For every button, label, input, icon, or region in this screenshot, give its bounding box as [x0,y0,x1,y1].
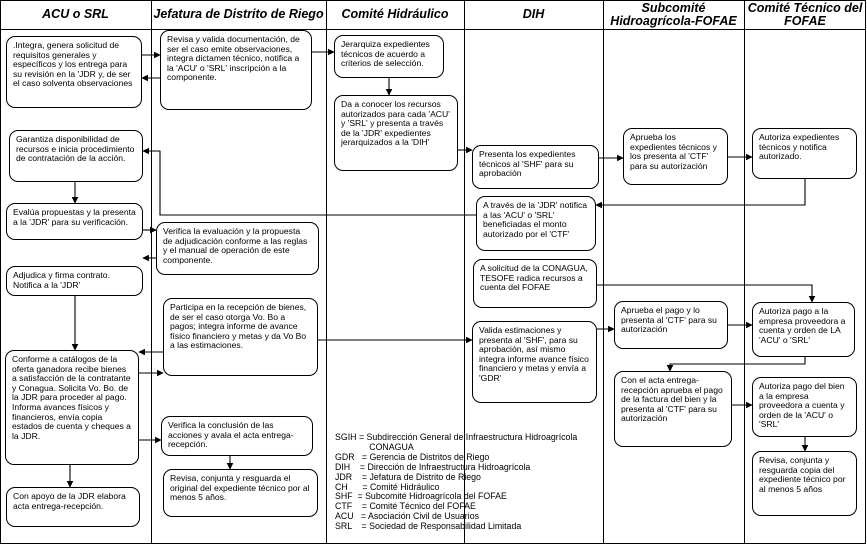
step-acu-conforme: Conforme a catálogos de la oferta ganado… [5,350,139,465]
legend-row: SRL = Sociedad de Responsabilidad Limita… [335,521,522,532]
legend-row: ACU = Asociación Civil de Usuarios [335,511,479,522]
lane-header-jdr: Jefatura de Distrito de Riego [151,0,326,30]
legend-row: CONAGUA [335,441,414,452]
step-dih-solicitud: A solicitud de la CONAGUA, TESOFE radica… [473,259,597,308]
legend-row: DIH = Dirección de Infraestructura Hidro… [335,461,531,472]
step-acu-garantiza: Garantiza disponibilidad de recursos e i… [9,130,143,182]
legend-row: JDR = Jefatura de Distrito de Riego [335,471,481,482]
step-acu-apoyo: Con apoyo de la JDR elabora acta entrega… [6,487,140,527]
step-dih-traves: A través de la 'JDR' notifica a las 'ACU… [476,196,596,251]
step-acu-integra: .Integra, genera solicitud de requisitos… [6,36,142,108]
step-jdr-participa: Participa en la recepción de bienes, de … [163,298,318,376]
legend-row: SGIH = Subdirección General de Infraestr… [335,432,578,442]
lane-divider [151,0,152,544]
legend-row: CTF = Comité Técnico del FOFAE [335,501,476,512]
step-jdr-verifica: Verifica la evaluación y la propuesta de… [156,222,319,275]
lane-divider [464,0,465,544]
legend-row: GDR = Gerencia de Distritos de Riego [335,451,490,462]
lane-divider [326,0,327,544]
step-ctf-autoriza: Autoriza expedientes técnicos y notifica… [752,128,857,179]
lane-header-dih: DIH [464,0,603,30]
step-jdr-revisa: Revisa y valida documentación, de ser el… [160,30,312,110]
step-ctf-pago: Autoriza pago a la empresa proveedora a … [752,302,855,357]
step-dih-valida: Valida estimaciones y presenta al 'SHF',… [472,321,597,403]
lane-header-ctf: Comité Técnico del FOFAE [744,0,866,30]
step-acu-adjudica: Adjudica y firma contrato. Notifica a la… [6,266,143,296]
lane-divider [744,0,745,544]
step-ctf-bien: Autoriza pago del bien a la empresa prov… [752,377,857,437]
lane-divider [603,0,604,544]
abbreviations-legend: SGIH = Subdirección General de Infraestr… [335,432,600,532]
step-jdr-conclusion: Verifica la conclusión de las acciones y… [161,416,313,456]
step-jdr-resguarda: Revisa, conjunta y resguarda el original… [163,469,318,517]
step-shf-acta: Con el acta entrega-recepción aprueba el… [614,371,732,447]
legend-row: SHF = Subcomité Hidroagrícola del FOFAE [335,491,507,502]
legend-row: CH = Comité Hidráulico [335,481,440,492]
step-ch-jerarquiza: Jerarquiza expedientes técnicos de acuer… [334,35,444,78]
step-shf-aprueba: Aprueba los expedientes técnicos y los p… [623,128,728,185]
lane-header-shf: Subcomité Hidroagrícola-FOFAE [603,0,744,30]
step-shf-pago: Aprueba el pago y lo presenta al 'CTF' p… [614,301,728,349]
lane-header-acu: ACU o SRL [0,0,151,30]
lane-header-ch: Comité Hidráulico [326,0,464,30]
step-dih-presenta: Presenta los expedientes técnicos al 'SH… [472,145,599,189]
step-acu-evalua: Evalúa propuestas y la presenta a la 'JD… [6,203,143,240]
step-ctf-resguarda: Revisa, conjunta y resguarda copia del e… [752,451,857,516]
step-ch-conocer: Da a conocer los recursos autorizados pa… [334,95,458,171]
